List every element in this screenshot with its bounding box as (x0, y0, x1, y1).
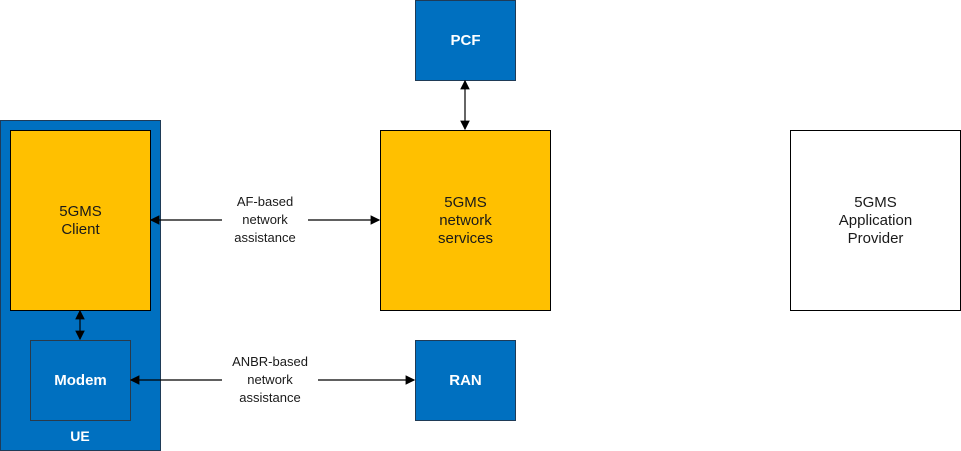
application-provider-box[interactable]: 5GMS Application Provider (790, 130, 961, 311)
pcf-box[interactable]: PCF (415, 0, 516, 81)
ran-label: RAN (449, 371, 482, 389)
pcf-label: PCF (450, 31, 481, 49)
network-services-label: 5GMS network services (437, 193, 493, 247)
client-box[interactable]: 5GMS Client (10, 130, 151, 311)
modem-label: Modem (54, 371, 107, 389)
ran-box[interactable]: RAN (415, 340, 516, 421)
client-label: 5GMS Client (59, 202, 102, 238)
modem-box[interactable]: Modem (30, 340, 131, 421)
network-services-box[interactable]: 5GMS network services (380, 130, 551, 311)
af-label: AF-based network assistance (222, 193, 308, 247)
ue-label: UE (70, 428, 90, 444)
anbr-label: ANBR-based network assistance (222, 353, 318, 407)
application-provider-label: 5GMS Application Provider (838, 193, 913, 247)
